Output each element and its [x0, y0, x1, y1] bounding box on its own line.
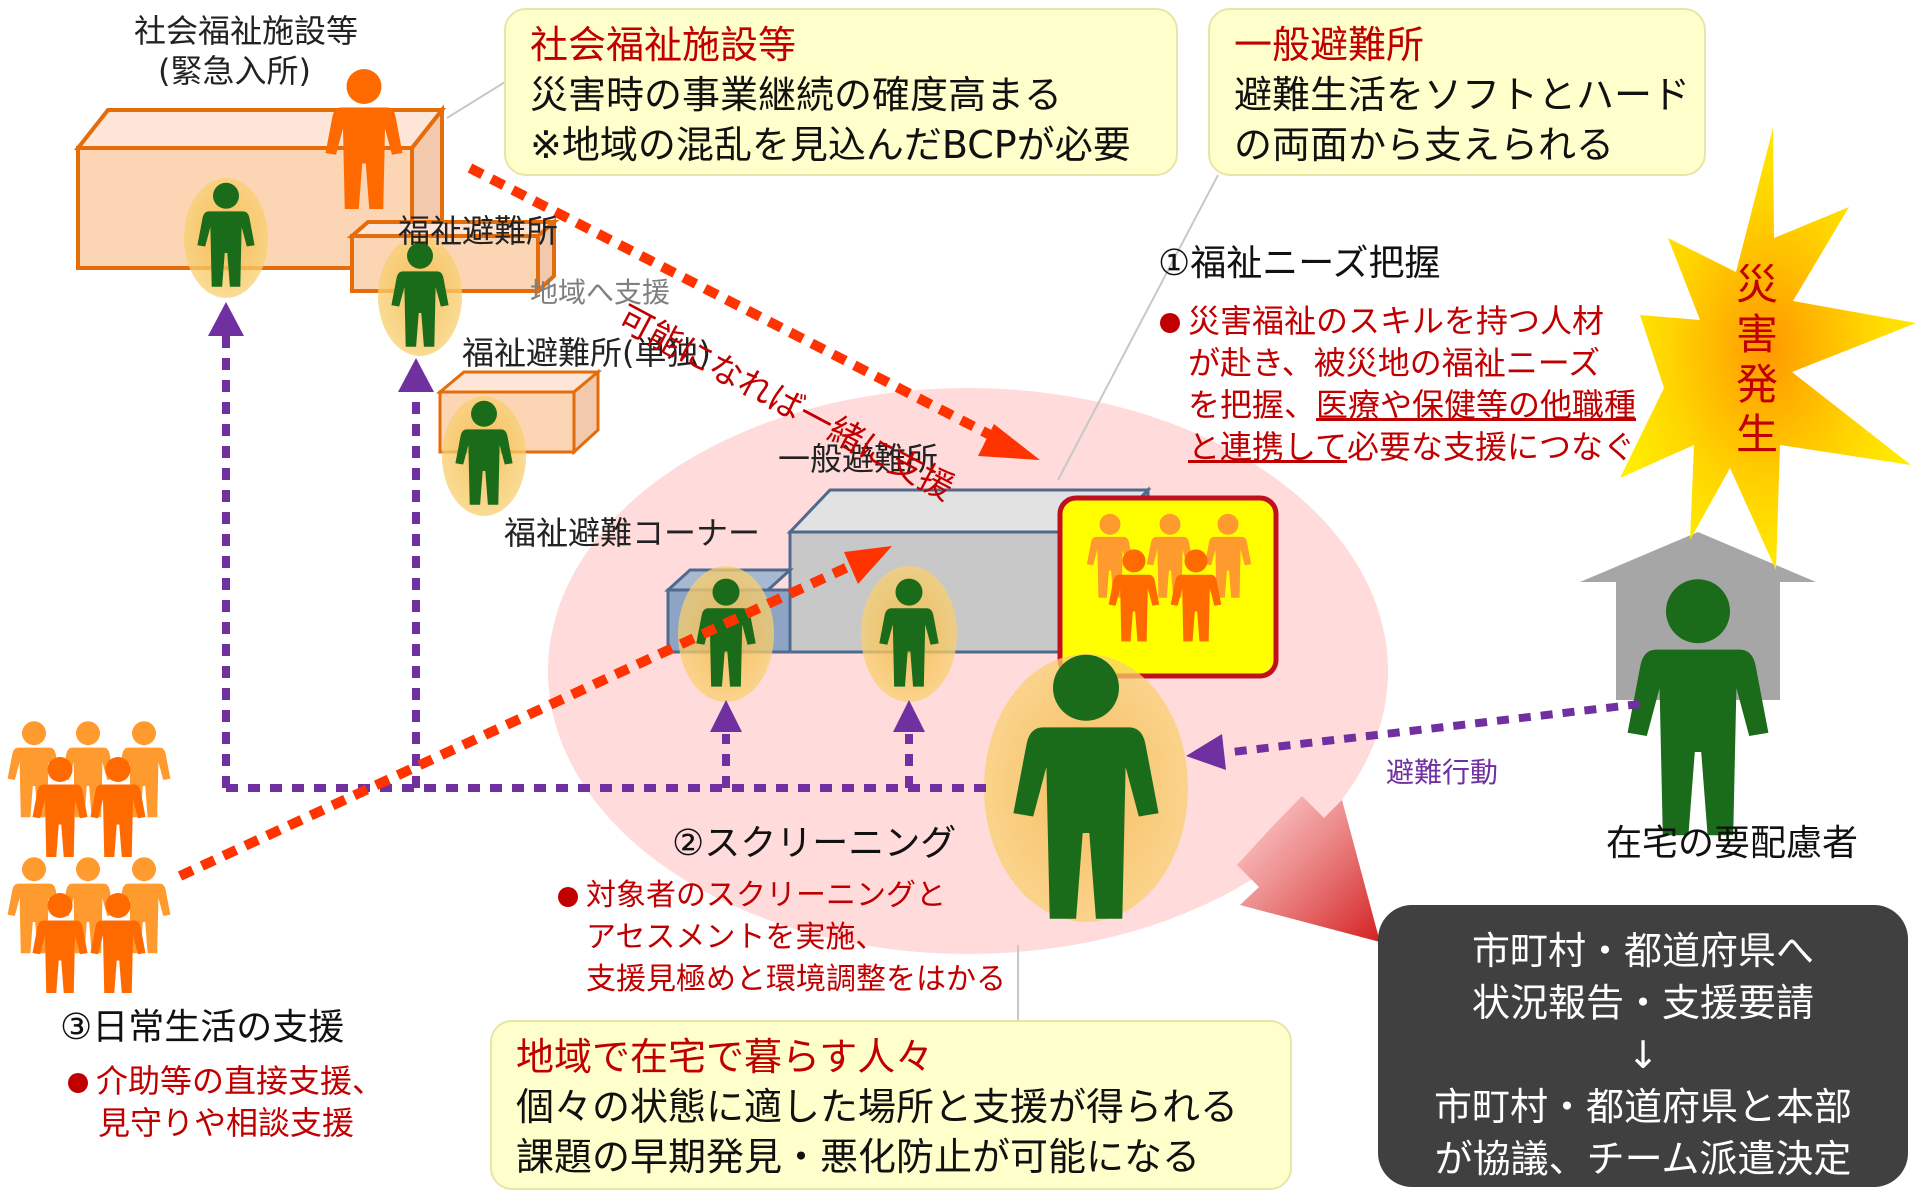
step-needs-line2: が赴き、被災地の福祉ニーズ	[1188, 344, 1601, 382]
step-screening-line2: アセスメントを実施、	[586, 920, 886, 955]
label-home-person: 在宅の要配慮者	[1606, 823, 1859, 864]
callout-general-title: 一般避難所	[1234, 23, 1425, 67]
callout-facility-line2: ※地域の混乱を見込んだBCPが必要	[530, 123, 1131, 167]
disaster-label-3: 発	[1736, 360, 1779, 409]
step-daily-line2: 見守りや相談支援	[98, 1104, 355, 1142]
callout-facility-title: 社会福祉施設等	[530, 23, 797, 67]
callout-general-line2: の両面から支えられる	[1234, 123, 1615, 167]
step-screening-line1: 対象者のスクリーニングと	[558, 878, 946, 914]
label-general-shelter: 一般避難所	[778, 440, 939, 478]
bullet-icon	[68, 1073, 88, 1093]
disaster-label-4: 生	[1736, 410, 1779, 459]
purple-dotted-network	[222, 336, 1641, 792]
step-daily-title: ③日常生活の支援	[60, 1007, 345, 1048]
purple-arrowhead-evac	[1186, 734, 1226, 770]
callout-facility-line1: 災害時の事業継続の確度高まる	[530, 73, 1063, 117]
step-screening-title: ②スクリーニング	[672, 823, 957, 864]
purple-arrowhead-corner	[710, 700, 742, 732]
callout-community-line2: 課題の早期発見・悪化防止が可能になる	[516, 1135, 1201, 1179]
label-evacuation: 避難行動	[1386, 756, 1499, 789]
report-line4: が協議、チーム派遣決定	[1434, 1137, 1852, 1181]
step-screening-line3: 支援見極めと環境調整をはかる	[586, 962, 1006, 997]
step-needs-line1: 災害福祉のスキルを持つ人材	[1160, 302, 1604, 340]
label-emergency-admission: (緊急入所)	[158, 52, 311, 90]
red-arrowhead-corner	[844, 546, 892, 584]
callout-facility: 社会福祉施設等 災害時の事業継続の確度高まる ※地域の混乱を見込んだBCPが必要	[504, 8, 1178, 176]
red-arrowhead-together	[978, 424, 1040, 460]
callout-general-line1: 避難生活をソフトとハード	[1234, 73, 1691, 117]
label-social-welfare: 社会福祉施設等	[134, 12, 359, 50]
report-line2: 状況報告・支援要請	[1471, 981, 1814, 1025]
callout-community: 地域で在宅で暮らす人々 個々の状態に適した場所と支援が得られる 課題の早期発見・…	[490, 1020, 1292, 1190]
callout-community-line1: 個々の状態に適した場所と支援が得られる	[516, 1085, 1239, 1129]
purple-arrowhead-facility	[208, 302, 244, 336]
label-welfare-corner: 福祉避難コーナー	[504, 514, 761, 552]
disaster-label-2: 害	[1736, 310, 1779, 359]
bullet-icon	[558, 886, 578, 907]
step-needs-title: ①福祉ニーズ把握	[1158, 243, 1441, 284]
step-daily-line1: 介助等の直接支援、	[68, 1062, 384, 1100]
purple-arrowhead-shelter	[398, 358, 434, 392]
step-needs-line4: と連携して必要な支援につなぐ	[1188, 428, 1636, 466]
report-line3: 市町村・都道府県と本部	[1433, 1085, 1852, 1129]
step-needs-line3: を把握、医療や保健等の他職種	[1188, 386, 1637, 424]
red-dotted-arrows	[177, 163, 1003, 881]
callout-community-title: 地域で在宅で暮らす人々	[516, 1035, 934, 1079]
label-welfare-shelter: 福祉避難所	[398, 212, 559, 250]
callout-general: 一般避難所 避難生活をソフトとハード の両面から支えられる	[1208, 8, 1706, 176]
disaster-label-1: 災	[1736, 260, 1779, 309]
bullet-icon	[1160, 313, 1180, 333]
report-box: 市町村・都道府県へ 状況報告・支援要請 ↓ 市町村・都道府県と本部 が協議、チー…	[1378, 905, 1908, 1187]
label-support-region: 地域へ支援	[530, 276, 671, 309]
disaster-starburst	[1620, 128, 1916, 570]
report-arrow	[1237, 796, 1380, 942]
residents-crowd	[7, 721, 171, 954]
report-line1: 市町村・都道府県へ	[1471, 929, 1814, 973]
purple-arrowhead-general	[893, 700, 925, 732]
label-welfare-shelter-single: 福祉避難所(単独)	[462, 334, 711, 372]
report-arrow-glyph: ↓	[1627, 1033, 1659, 1077]
